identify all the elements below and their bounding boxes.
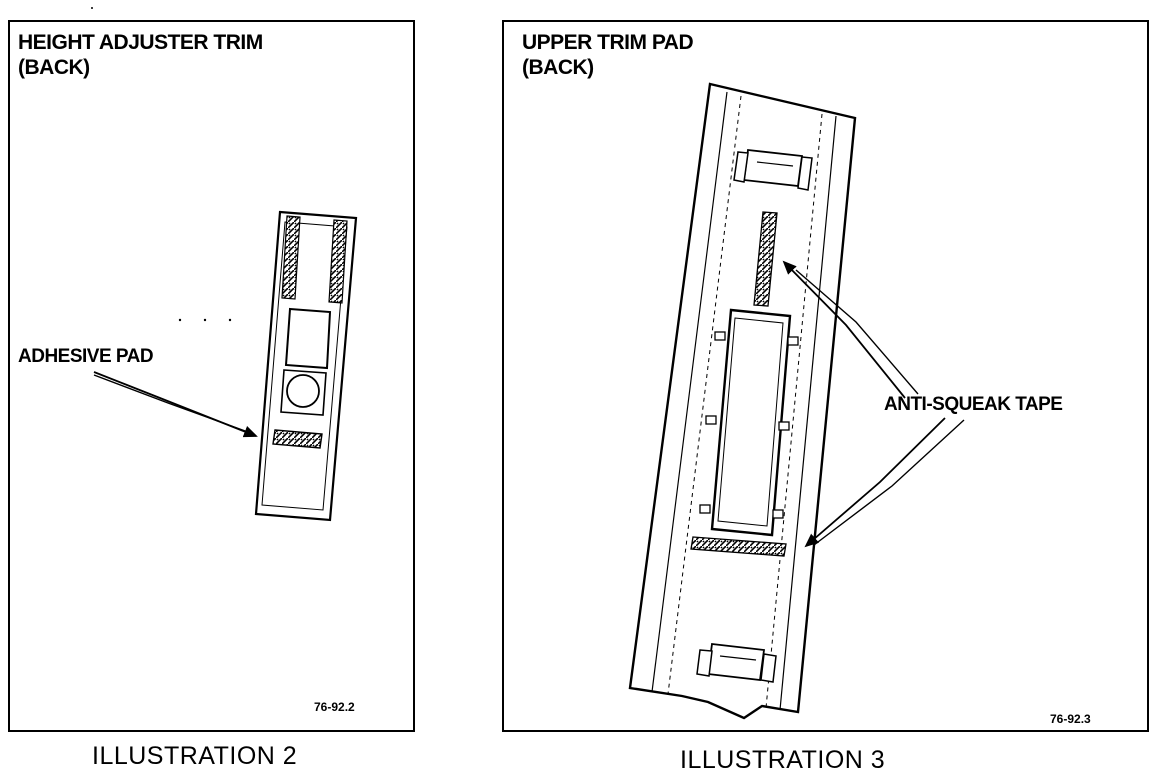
illustration-2-panel: HEIGHT ADJUSTER TRIM (BACK) ADHESIVE PAD…	[8, 20, 415, 732]
adhesive-pad-label: ADHESIVE PAD	[18, 346, 154, 367]
anti-squeak-tape-label: ANTI-SQUEAK TAPE	[884, 394, 1063, 415]
illustration-2-title: HEIGHT ADJUSTER TRIM (BACK)	[18, 30, 263, 80]
anti-squeak-arrow-upper	[782, 260, 906, 399]
anti-squeak-tape-lower	[690, 536, 787, 557]
adhesive-pad	[272, 429, 323, 449]
illustration-2-figure-code: 76-92.2	[314, 700, 355, 714]
anti-squeak-arrow-lower	[804, 417, 946, 548]
illustration-2-title-line1: HEIGHT ADJUSTER TRIM	[18, 31, 263, 54]
upper-trim-pad-drawing	[628, 82, 965, 720]
illustration-3-title-line2: (BACK)	[522, 56, 594, 79]
illustration-2-title-line2: (BACK)	[18, 56, 90, 79]
illustration-3-figure-code: 76-92.3	[1050, 712, 1091, 726]
illustration-2-caption: ILLUSTRATION 2	[92, 742, 298, 770]
height-adjuster-trim-drawing	[93, 210, 358, 522]
illustration-3-title: UPPER TRIM PAD (BACK)	[522, 30, 694, 80]
illustration-3-caption: ILLUSTRATION 3	[680, 746, 886, 774]
adhesive-tape-strip	[328, 219, 348, 304]
anti-squeak-tape-upper	[753, 211, 778, 307]
illustration-3-title-line1: UPPER TRIM PAD	[522, 31, 694, 54]
adhesive-tape-strip	[281, 215, 301, 300]
